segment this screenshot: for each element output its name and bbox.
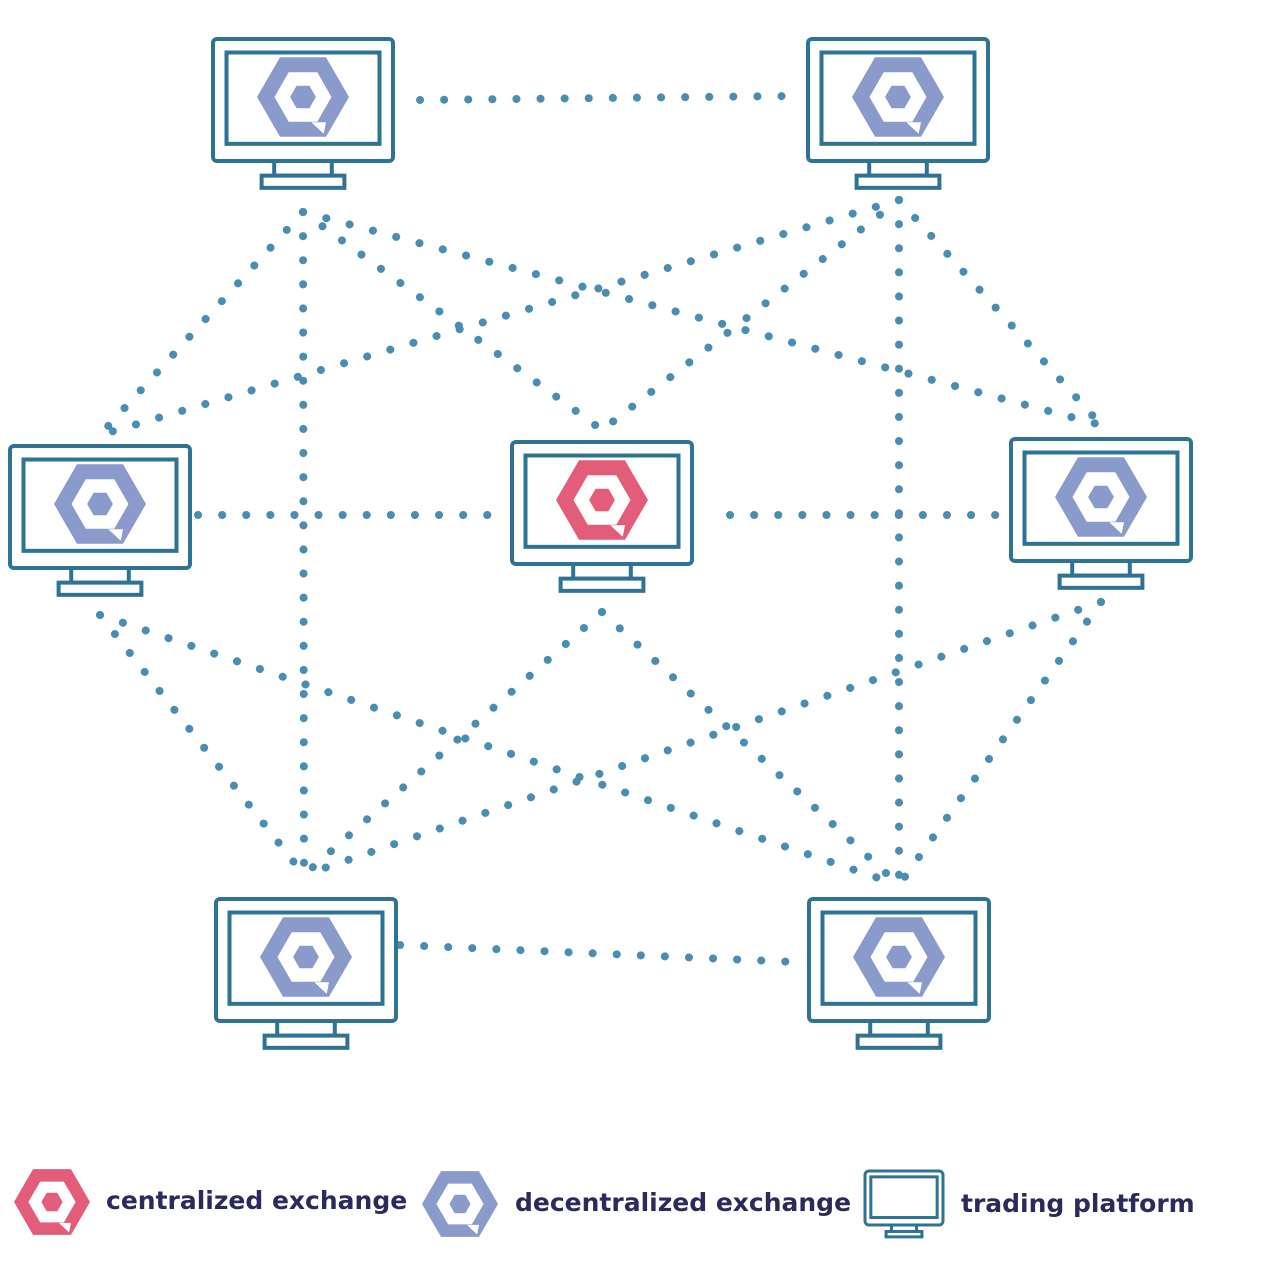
connection-line-center-to-bottom-right <box>598 608 903 889</box>
decentralized-exchange-hexagon-icon <box>260 917 352 997</box>
connection-line-middle-right-to-bottom-left <box>300 598 1105 879</box>
decentralized-exchange-hexagon-icon <box>54 464 146 544</box>
decentralized-exchange-hexagon-icon <box>257 57 349 137</box>
trading-platform-top-right <box>806 37 990 190</box>
trading-platform-center <box>510 440 694 593</box>
legend-decentralized-label: decentralized exchange <box>515 1188 852 1217</box>
connection-line-top-left-to-top-right <box>416 92 797 104</box>
decentralized-exchange-hexagon-icon <box>852 57 944 137</box>
connection-line-middle-left-to-bottom-left <box>96 611 308 879</box>
connection-line-top-left-to-bottom-left <box>299 208 308 879</box>
trading-platform-top-left <box>211 37 395 190</box>
connection-line-bottom-left-to-bottom-right <box>396 941 799 966</box>
centralized-exchange-hexagon-icon <box>14 1169 90 1235</box>
connection-line-top-right-to-middle-left <box>96 196 903 439</box>
connection-line-center-to-bottom-left <box>300 608 606 879</box>
connection-line-top-left-to-middle-right <box>299 208 1105 429</box>
connection-line-middle-left-to-bottom-right <box>96 611 903 889</box>
decentralized-exchange-hexagon-icon <box>1055 457 1147 537</box>
connection-line-top-left-to-center <box>299 208 606 434</box>
connections-layer <box>96 92 1105 966</box>
trading-platform-middle-left <box>8 444 192 597</box>
legend-platform-label: trading platform <box>961 1189 1195 1218</box>
connection-line-top-left-to-middle-left <box>96 208 307 439</box>
connection-line-top-right-to-center <box>598 196 903 434</box>
legend-icons <box>14 1169 945 1239</box>
centralized-exchange-hexagon-icon <box>556 460 648 540</box>
legend-centralized-label: centralized exchange <box>106 1186 408 1215</box>
decentralized-exchange-hexagon-icon <box>422 1171 498 1237</box>
connection-line-top-right-to-middle-right <box>895 196 1105 429</box>
trading-platform-bottom-left <box>214 897 398 1050</box>
trading-platform-bottom-right <box>807 897 991 1050</box>
nodes-layer <box>8 37 1193 1050</box>
trading-platform-middle-right <box>1009 437 1193 590</box>
decentralized-exchange-hexagon-icon <box>853 917 945 997</box>
connection-line-middle-right-to-bottom-right <box>895 598 1105 889</box>
monitor-icon <box>863 1169 945 1239</box>
